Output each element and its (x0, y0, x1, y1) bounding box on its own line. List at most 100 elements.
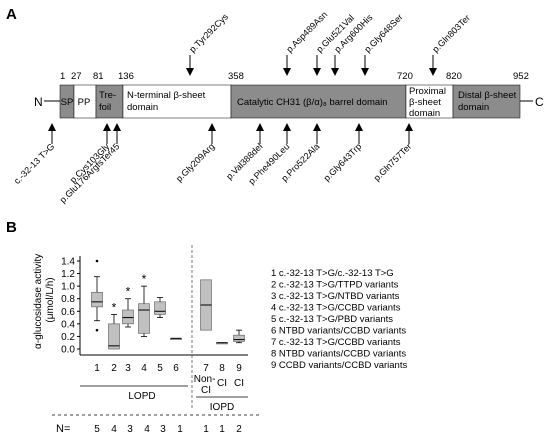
arrowhead-up (208, 123, 216, 131)
box (91, 292, 103, 308)
arrowhead-up (355, 123, 363, 131)
n-value: 4 (144, 424, 150, 435)
c-terminus: C (535, 95, 544, 109)
legend-item: 7 c.-32-13 T>G/CCBD variants (271, 337, 401, 348)
y-tick-label: 0.0 (61, 345, 75, 356)
domain-label-pp: PP (78, 97, 91, 108)
y-tick-label: 1.2 (61, 269, 75, 280)
x-tick-label: 2 (111, 363, 117, 374)
x-tick-label: 6 (173, 363, 179, 374)
arrowhead-up (103, 123, 111, 131)
domain-label-trefoil-1: Tre- (99, 90, 116, 101)
domain-label-n-terminal-1: N-terminal β-sheet (127, 90, 206, 101)
arrowhead-up (48, 123, 56, 131)
y-tick-label: 1.4 (61, 257, 75, 268)
x-tick-label: 3 (125, 363, 131, 374)
variant-label: p.Gln803Ter (430, 13, 472, 55)
box (138, 303, 150, 334)
y-tick-label: 0.6 (61, 307, 75, 318)
x-tick-label: 1 (94, 363, 100, 374)
top-variant-arrowheads (186, 68, 437, 76)
arrowhead-down (313, 68, 321, 76)
y-axis-label-line-1: α-glucosidase activity (33, 254, 44, 349)
top-variant-labels: p.Tyr292Cys p.Asp489Asn p.Glu521Val p.Ar… (187, 9, 472, 54)
box (108, 323, 120, 350)
domain-label-distal-1: Distal β-sheet (458, 90, 517, 101)
legend-item: 3 c.-32-13 T>G/NTBD variants (271, 291, 400, 302)
bottom-variant-arrows (51, 130, 410, 144)
y-tick-label: 0.2 (61, 332, 75, 343)
box-plot: * (108, 300, 120, 350)
domain-label-distal-2: domain (458, 102, 489, 113)
domain-label-catalytic: Catalytic CH31 (β/α)₈ barrel domain (237, 97, 388, 108)
variant-label: p.Gly209Arg (174, 141, 216, 183)
y-tick-label: 1.0 (61, 282, 75, 293)
position-label: 1 (60, 71, 65, 82)
variant-label: p.Gln757Ter (372, 141, 414, 183)
box-plot (216, 342, 228, 345)
residue-positions: 1 27 81 136 358 720 820 952 (60, 71, 529, 82)
arrowhead-up (256, 123, 264, 131)
n-value: 2 (236, 424, 242, 435)
panel-b-label: B (6, 219, 17, 236)
arrowhead-up (405, 123, 413, 131)
legend-item: 5 c.-32-13 T>G/PBD variants (271, 314, 393, 325)
position-label: 358 (228, 71, 244, 82)
x-tick-label: 9 (236, 363, 242, 374)
y-axis-label: α-glucosidase activity (μmol/L/h) (33, 251, 56, 349)
x-tick-label: 5 (157, 363, 163, 374)
sub-label-non-ci-2: CI (201, 385, 211, 396)
variant-label: p.Gly643Trp (322, 141, 364, 183)
significance-asterisk: * (112, 300, 117, 314)
box-plot: * (138, 272, 150, 337)
group-label-lopd: LOPD (128, 391, 155, 402)
x-tick-label: 4 (141, 363, 147, 374)
x-tick-label: 8 (219, 363, 225, 374)
x-tick-label: 7 (203, 363, 209, 374)
n-value: 3 (160, 424, 166, 435)
domain-label-proximal-1: Proximal (409, 86, 446, 97)
legend-item: 1 c.-32-13 T>G/c.-32-13 T>G (271, 268, 394, 279)
n-label: N= (56, 423, 70, 435)
legend-item: 9 CCBD variants/CCBD variants (271, 360, 407, 371)
bottom-variant-labels: c.-32-13 T>G p.Cys103Gly p.Glu176ArgfsTe… (12, 141, 414, 205)
n-terminus: N (34, 95, 43, 109)
bottom-variant-arrowheads (48, 123, 413, 131)
domain-label-proximal-3: domain (409, 108, 440, 119)
box (122, 309, 134, 325)
box-plot (154, 297, 166, 318)
top-variant-arrows (189, 55, 434, 69)
box-plot: * (122, 285, 134, 328)
legend-item: 6 NTBD variants/CCBD variants (271, 326, 406, 337)
sub-label-ci-8: CI (217, 378, 227, 389)
domain-label-sp: SP (61, 97, 74, 108)
y-tick-label: 0.8 (61, 294, 75, 305)
box (233, 334, 245, 342)
variant-label: p.Tyr292Cys (187, 11, 230, 54)
arrowhead-up (313, 123, 321, 131)
outlier-point (95, 259, 99, 263)
n-value: 5 (94, 424, 100, 435)
domain-label-trefoil: Tre-foil (99, 90, 116, 113)
arrowhead-up (283, 123, 291, 131)
position-label: 720 (397, 71, 413, 82)
n-value: 4 (111, 424, 117, 435)
position-label: 27 (71, 71, 82, 82)
box-plot (233, 329, 245, 344)
sub-label-non-ci: Non- CI (194, 374, 218, 396)
arrowhead-down (429, 68, 437, 76)
legend-item: 2 c.-32-13 T>G/TTPD variants (271, 280, 399, 291)
box-plot (170, 337, 182, 340)
y-ticks: 0.00.20.40.60.81.01.21.4 (61, 257, 80, 356)
variant-label: c.-32-13 T>G (12, 141, 57, 186)
domain-distal (452, 84, 521, 119)
sub-label-ci-9: CI (234, 378, 244, 389)
box (154, 301, 166, 315)
arrowhead-down (331, 68, 339, 76)
variant-label: p.Glu176ArgfsTer45 (58, 141, 122, 205)
domain-label-n-terminal-2: domain (127, 102, 158, 113)
